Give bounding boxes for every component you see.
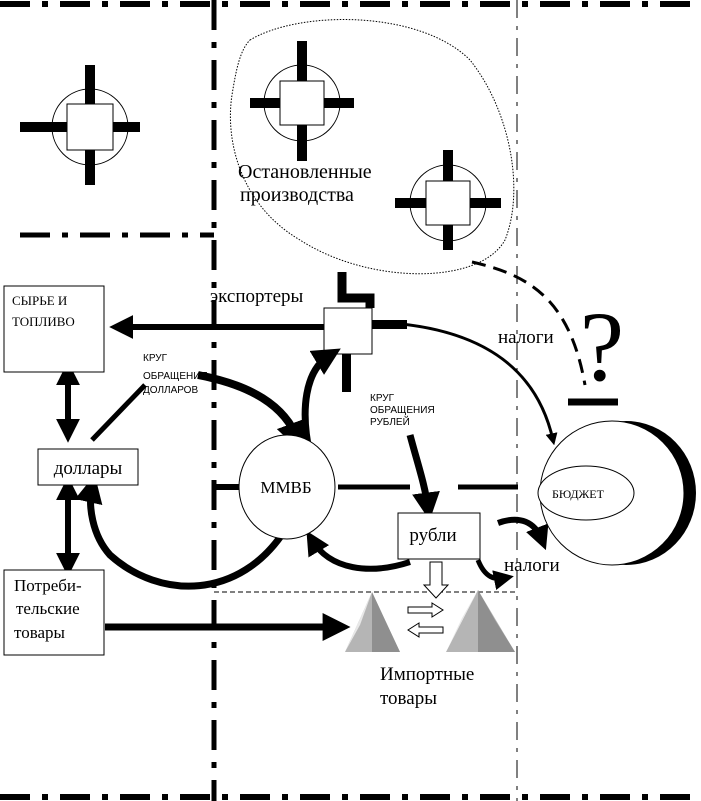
rubles-box	[397, 512, 481, 560]
imported-goods-label-1: Импортные	[380, 664, 474, 685]
consumer-goods-label-3: товары	[14, 623, 66, 642]
pyramid-icon	[446, 590, 515, 652]
arrow-dollar-circle-up	[90, 383, 147, 442]
factory-icon	[20, 65, 140, 185]
arrow-ruble-circle-down	[406, 434, 440, 521]
question-mark: ?	[580, 291, 624, 402]
raw-materials-label-2: ТОПЛИВО	[12, 314, 75, 329]
dollars-label: доллары	[54, 458, 123, 479]
taxes-lower-label: налоги	[504, 555, 560, 576]
stopped-factory-icon	[395, 150, 501, 250]
arrow-taxes-to-budget	[496, 516, 549, 551]
mmvb-label: ММВБ	[260, 478, 311, 497]
rubles-label: рубли	[409, 525, 456, 546]
rubles-to-imports-arrow	[422, 561, 450, 599]
dollar-circle-label-2: ОБРАЩЕНИЯ	[143, 371, 208, 382]
pyramid-icon	[345, 592, 400, 652]
mmvb-circle	[238, 434, 336, 540]
consumer-goods-box	[3, 569, 105, 656]
stopped-production-label-1: Остановленные	[238, 161, 372, 183]
ruble-circle-label-1: КРУГ	[370, 393, 395, 404]
exporters-label: экспортеры	[210, 286, 303, 307]
exporter-icon	[323, 272, 407, 392]
taxes-upper-label: налоги	[498, 327, 554, 348]
ruble-circle-label-2: ОБРАЩЕНИЯ	[370, 405, 435, 416]
stopped-factory-icon	[250, 41, 354, 161]
ruble-circle-label-3: РУБЛЕЙ	[370, 415, 410, 428]
taxes-dashed-arrow	[471, 260, 587, 386]
consumer-goods-label-1: Потреби-	[14, 576, 82, 595]
exchange-arrows	[407, 602, 444, 638]
consumer-goods-label-2: тельские	[16, 599, 80, 618]
arrow-mmvb-to-dollars	[74, 474, 288, 590]
arrow-rubles-taxes-down	[475, 559, 514, 590]
raw-materials-label-1: СЫРЬЕ И	[12, 293, 67, 308]
budget-label: БЮДЖЕТ	[552, 487, 605, 501]
stopped-production-cloud	[229, 19, 515, 275]
arrow-exporters-to-budget	[371, 320, 558, 446]
arrow-rubles-to-mmvb	[306, 530, 411, 572]
budget-node	[537, 420, 696, 566]
raw-materials-box	[3, 285, 105, 373]
dollars-box	[37, 448, 139, 486]
imported-goods-label-2: товары	[380, 688, 437, 709]
dollar-circle-label-3: ДОЛЛАРОВ	[143, 385, 198, 396]
arrow-dollar-circle-to-mmvb	[197, 371, 307, 454]
stopped-production-label-2: производства	[240, 184, 354, 206]
dollar-circle-label-1: КРУГ	[143, 353, 168, 364]
